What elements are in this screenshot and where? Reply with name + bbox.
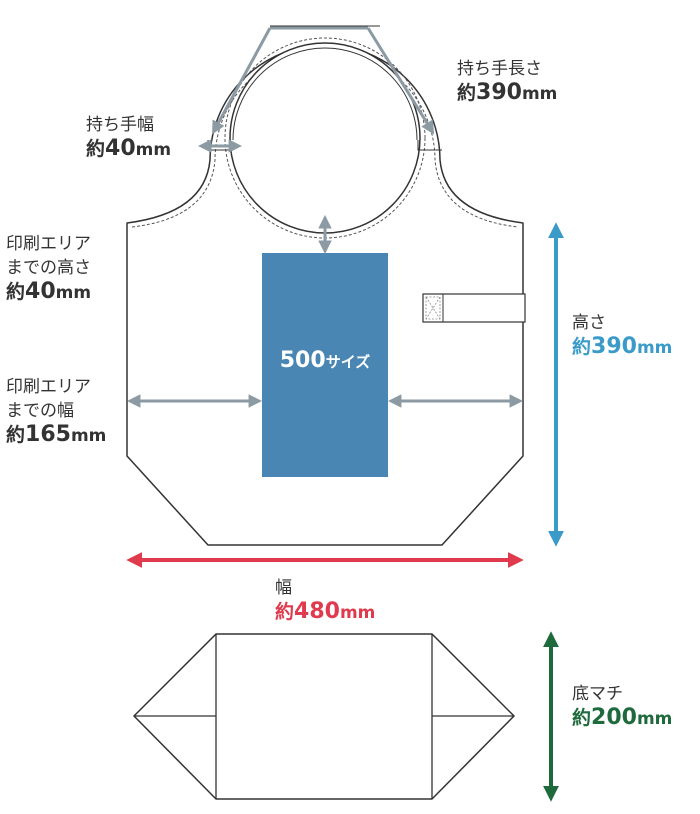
gusset-label: 底マチ 約200mm	[572, 682, 672, 731]
handle-length-value: 約390mm	[457, 80, 558, 105]
side-tag-cross	[425, 296, 441, 320]
print-top-caption-line1: 印刷エリア	[6, 234, 91, 254]
side-tag-inner	[425, 296, 441, 320]
handle-inner-circle	[229, 42, 421, 234]
print-side-caption-line2: までの幅	[6, 401, 74, 421]
handle-ring	[232, 47, 418, 141]
print-area-size-suffix: サイズ	[325, 353, 371, 371]
print-top-value: 約40mm	[6, 279, 92, 304]
height-caption: 高さ	[572, 313, 606, 333]
height-value: 約390mm	[572, 334, 673, 359]
gusset-caption: 底マチ	[572, 684, 623, 704]
height-label: 高さ 約390mm	[572, 311, 672, 360]
handle-width-caption: 持ち手幅	[86, 115, 154, 135]
handle-width-label: 持ち手幅 約40mm	[86, 113, 171, 162]
gusset-value: 約200mm	[572, 705, 673, 730]
handle-length-caption: 持ち手長さ	[457, 59, 542, 79]
print-side-caption-line1: 印刷エリア	[6, 377, 91, 397]
print-area-size-number: 500	[279, 348, 326, 373]
handle-length-arrow-right	[366, 27, 435, 135]
handle-width-value: 約40mm	[86, 136, 172, 161]
print-side-label: 印刷エリア までの幅 約165mm	[6, 375, 106, 448]
width-label: 幅 約480mm	[275, 576, 375, 625]
handle-length-label: 持ち手長さ 約390mm	[457, 57, 557, 106]
width-value: 約480mm	[275, 599, 376, 624]
width-caption: 幅	[275, 578, 292, 598]
print-top-label: 印刷エリア までの高さ 約40mm	[6, 232, 91, 305]
print-area	[262, 253, 388, 477]
print-top-caption-line2: までの高さ	[6, 258, 91, 278]
handle-length-arrow-left	[212, 27, 272, 135]
side-tag	[422, 293, 526, 323]
print-side-value: 約165mm	[6, 422, 107, 447]
print-area-label: 500サイズ	[262, 348, 388, 375]
